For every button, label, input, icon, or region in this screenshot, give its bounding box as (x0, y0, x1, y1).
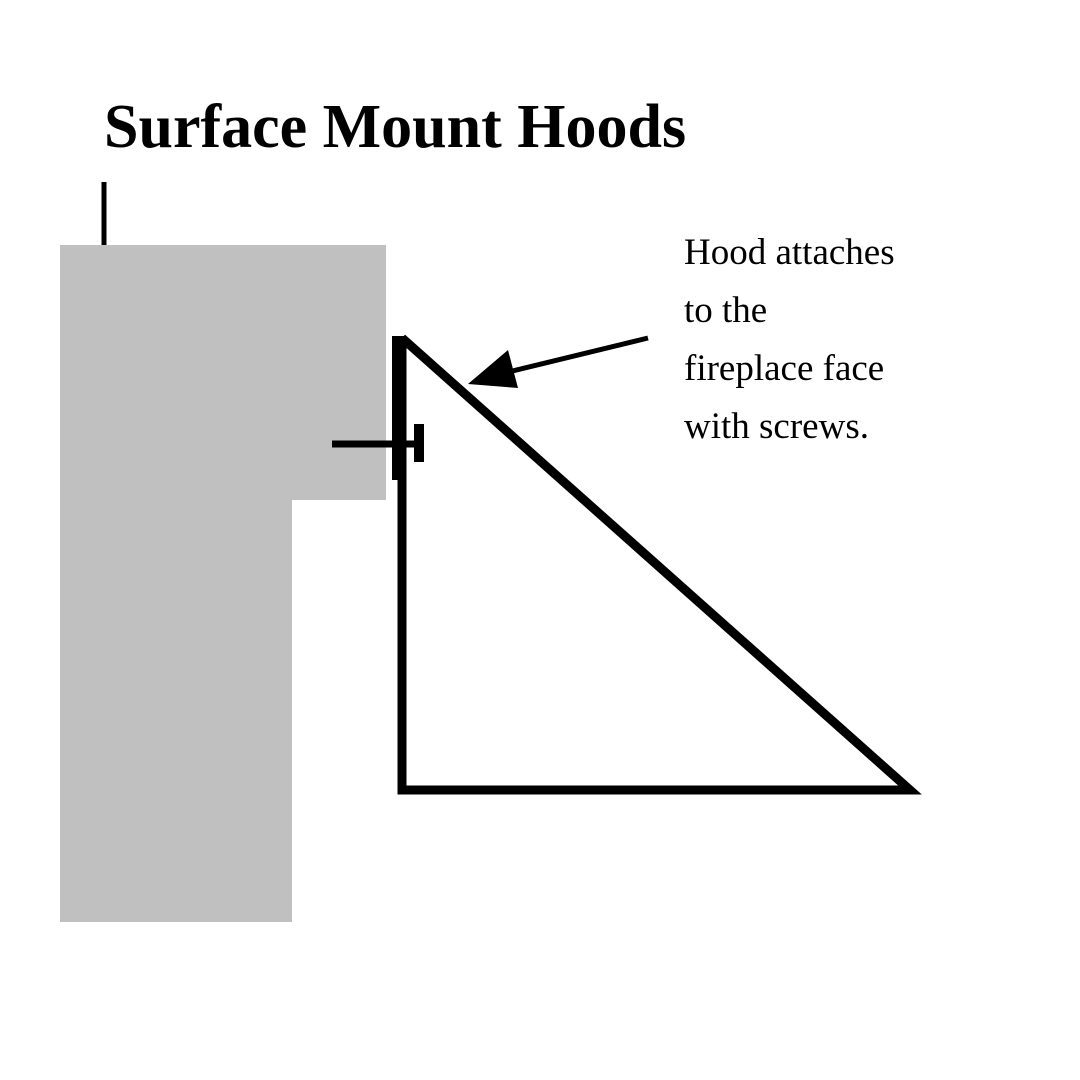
pointer-arrow (468, 335, 649, 388)
screw-icon (332, 424, 424, 462)
note-line-1: Hood attaches (684, 232, 895, 273)
hood-attachment-note: Hood attaches to the fireplace face with… (684, 224, 1064, 456)
diagram-title: Surface Mount Hoods (104, 93, 687, 161)
note-line-2: to the (684, 290, 768, 331)
note-line-4: with screws. (684, 406, 869, 447)
hood-mounting-flange (392, 336, 406, 480)
note-line-3: fireplace face (684, 348, 885, 389)
hood-profile (397, 334, 922, 795)
fireplace-face (60, 245, 386, 922)
